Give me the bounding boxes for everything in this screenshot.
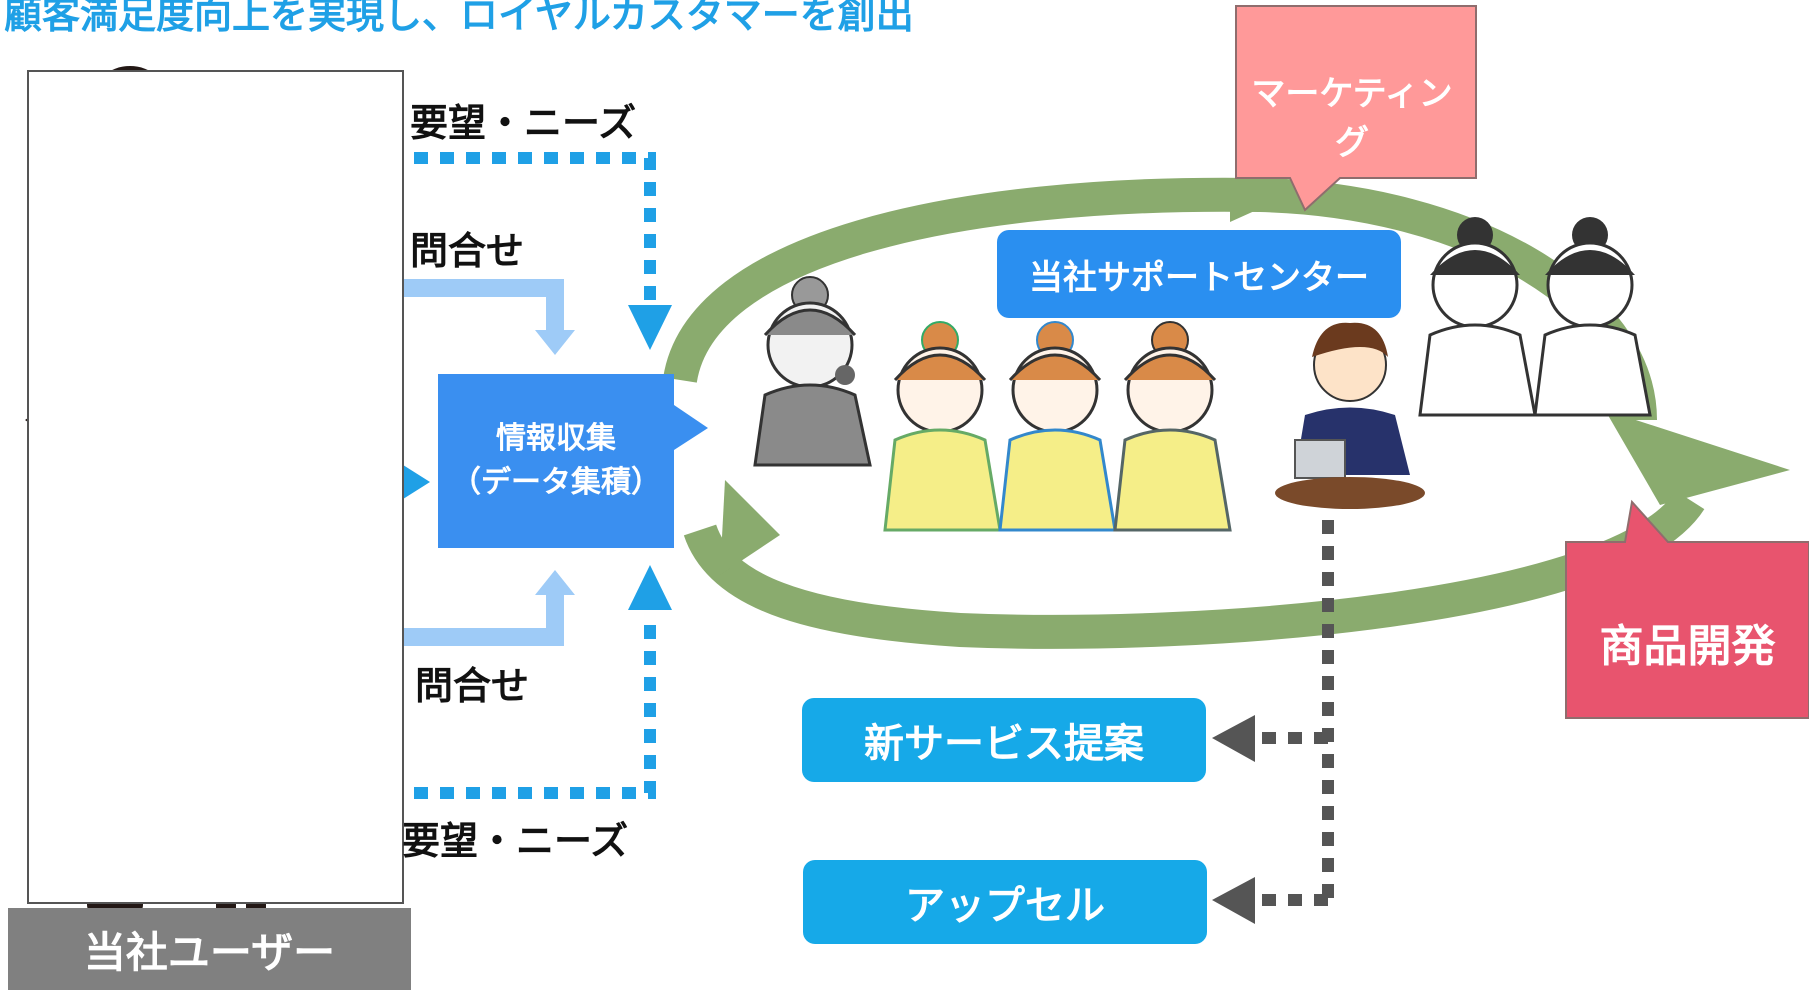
product-dev-callout bbox=[1565, 499, 1809, 719]
info-collection-box: 情報収集 （データ集積） bbox=[438, 374, 674, 548]
needs-bottom-arrowhead bbox=[628, 565, 672, 610]
operator-woman-icon bbox=[1418, 217, 1537, 417]
new-service-box: 新サービス提案 bbox=[802, 698, 1206, 782]
businessman-laptop-icon bbox=[1275, 322, 1425, 509]
upsell-arrowhead bbox=[1212, 877, 1255, 924]
inquiry-label-top: 問合せ bbox=[410, 229, 525, 273]
operator-woman-icon bbox=[883, 321, 1002, 532]
marketing-callout bbox=[1235, 5, 1477, 212]
operator-woman-icon bbox=[998, 321, 1117, 532]
proposal-arrows bbox=[1255, 520, 1334, 906]
support-center-box: 当社サポートセンター bbox=[997, 230, 1401, 318]
users-panel bbox=[27, 70, 404, 904]
needs-label-top: 要望・ニーズ bbox=[410, 101, 637, 145]
info-box-pointer bbox=[674, 405, 708, 450]
inquiry-label-bottom: 問合せ bbox=[415, 664, 530, 708]
product-dev-label: 商品開発 bbox=[1599, 621, 1776, 672]
upsell-box: アップセル bbox=[803, 860, 1207, 944]
needs-label-bottom: 要望・ニーズ bbox=[402, 819, 629, 863]
marketing-label: マーケティング bbox=[1251, 74, 1453, 163]
info-box-line1: 情報収集 bbox=[496, 421, 616, 456]
cycle-arrowhead-right bbox=[1605, 410, 1790, 505]
needs-arrows bbox=[388, 152, 656, 799]
operator-woman-icon bbox=[753, 276, 872, 467]
needs-top-arrowhead bbox=[628, 305, 672, 350]
operator-woman-icon bbox=[1533, 217, 1652, 417]
inquiry-arrows bbox=[388, 279, 564, 646]
new-service-arrowhead bbox=[1212, 715, 1255, 762]
users-label: 当社ユーザー bbox=[8, 908, 411, 990]
page-title: 顧客満足度向上を実現し、ロイヤルカスタマーを創出 bbox=[4, 0, 914, 37]
cycle-arrowhead-top-mid bbox=[1230, 180, 1270, 222]
cycle-arrowhead-left bbox=[720, 480, 780, 575]
inquiry-top-arrowhead bbox=[535, 330, 575, 355]
inquiry-bottom-arrowhead bbox=[535, 570, 575, 595]
operator-woman-icon bbox=[1113, 321, 1232, 532]
info-box-line2: （データ集積） bbox=[451, 465, 661, 500]
